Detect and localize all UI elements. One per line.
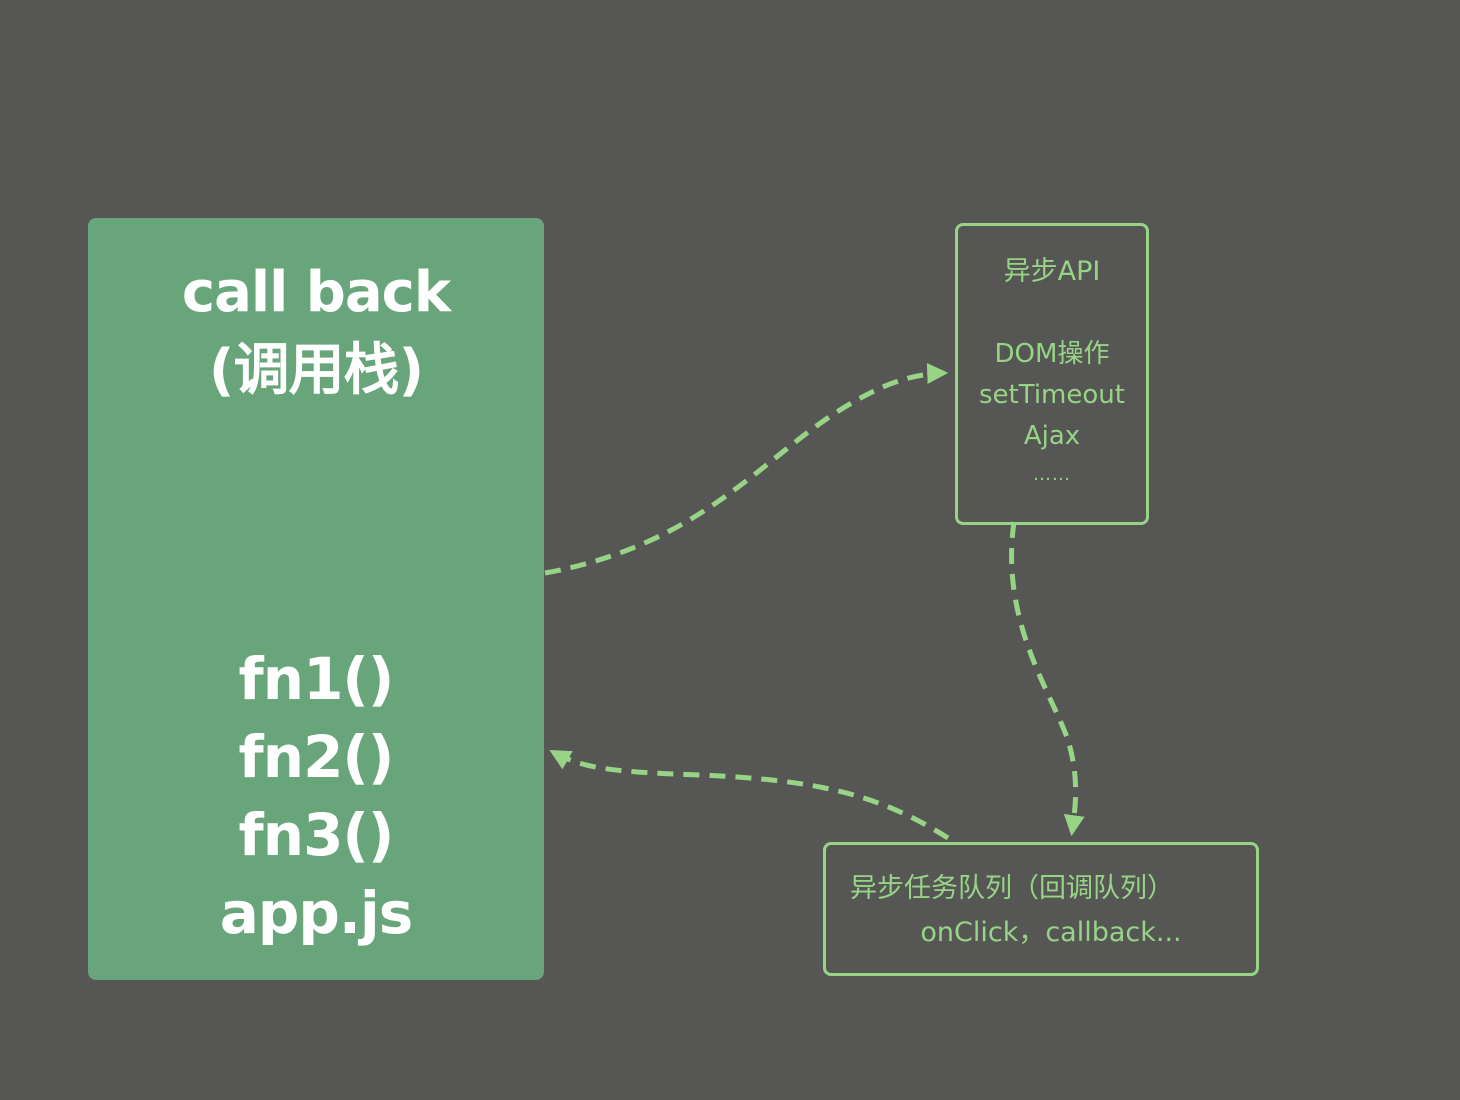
task-queue-box: 异步任务队列（回调队列） onClick，callback...: [823, 842, 1259, 976]
call-stack-title: call back (调用栈): [88, 254, 544, 410]
stack-frame: app.js: [219, 879, 414, 947]
arrow-api-to-queue: [1009, 521, 1085, 837]
async-api-item: DOM操作: [994, 339, 1110, 369]
task-queue-items: onClick，callback...: [920, 917, 1182, 948]
async-api-list: DOM操作 setTimeout Ajax ……: [958, 334, 1146, 493]
call-stack-title-line2: (调用栈): [208, 338, 424, 403]
arrow-queue-to-stack: [549, 749, 950, 841]
stack-frame: fn3(): [238, 801, 395, 869]
stack-frame: fn1(): [238, 645, 395, 713]
arrow-stack-to-api: [544, 363, 949, 576]
call-stack-title-line1: call back: [181, 260, 451, 325]
call-stack-panel: call back (调用栈) fn1() fn2() fn3() app.js: [88, 218, 544, 980]
async-api-item: Ajax: [1023, 421, 1081, 451]
async-api-box: 异步API DOM操作 setTimeout Ajax ……: [955, 223, 1149, 525]
stack-frame: fn2(): [238, 723, 395, 791]
task-queue-title: 异步任务队列（回调队列）: [850, 873, 1174, 904]
async-api-item: setTimeout: [979, 380, 1125, 410]
async-api-item: ……: [1033, 464, 1071, 485]
call-stack-frames: fn1() fn2() fn3() app.js: [88, 640, 544, 952]
async-api-title: 异步API: [1003, 256, 1101, 287]
